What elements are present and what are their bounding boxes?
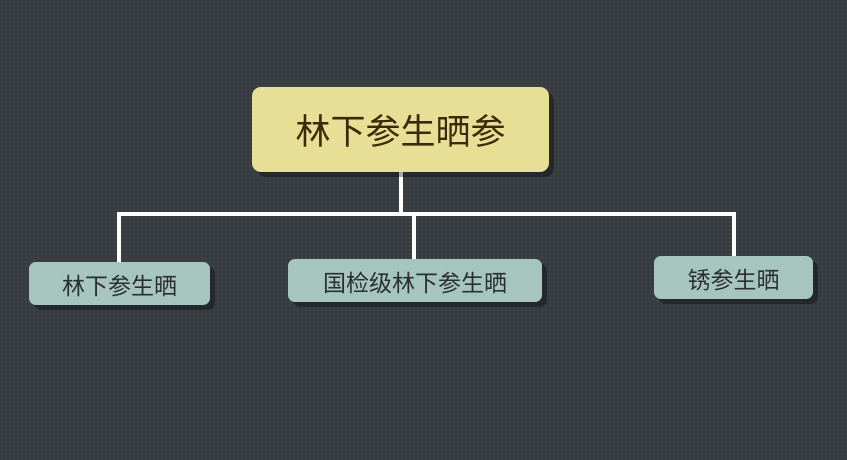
root-topic-label: 林下参生晒参 bbox=[295, 113, 506, 153]
subtopic-label-1: 林下参生晒 bbox=[62, 273, 177, 300]
subtopic-node-3[interactable]: 锈参生晒 bbox=[654, 256, 813, 299]
subtopic-node-1[interactable]: 林下参生晒 bbox=[29, 262, 210, 305]
subtopic-node-2[interactable]: 国检级林下参生晒 bbox=[288, 259, 542, 302]
subtopic-label-2: 国检级林下参生晒 bbox=[323, 270, 507, 297]
root-topic-node[interactable]: 林下参生晒参 bbox=[252, 87, 549, 172]
subtopic-label-3: 锈参生晒 bbox=[687, 267, 780, 294]
